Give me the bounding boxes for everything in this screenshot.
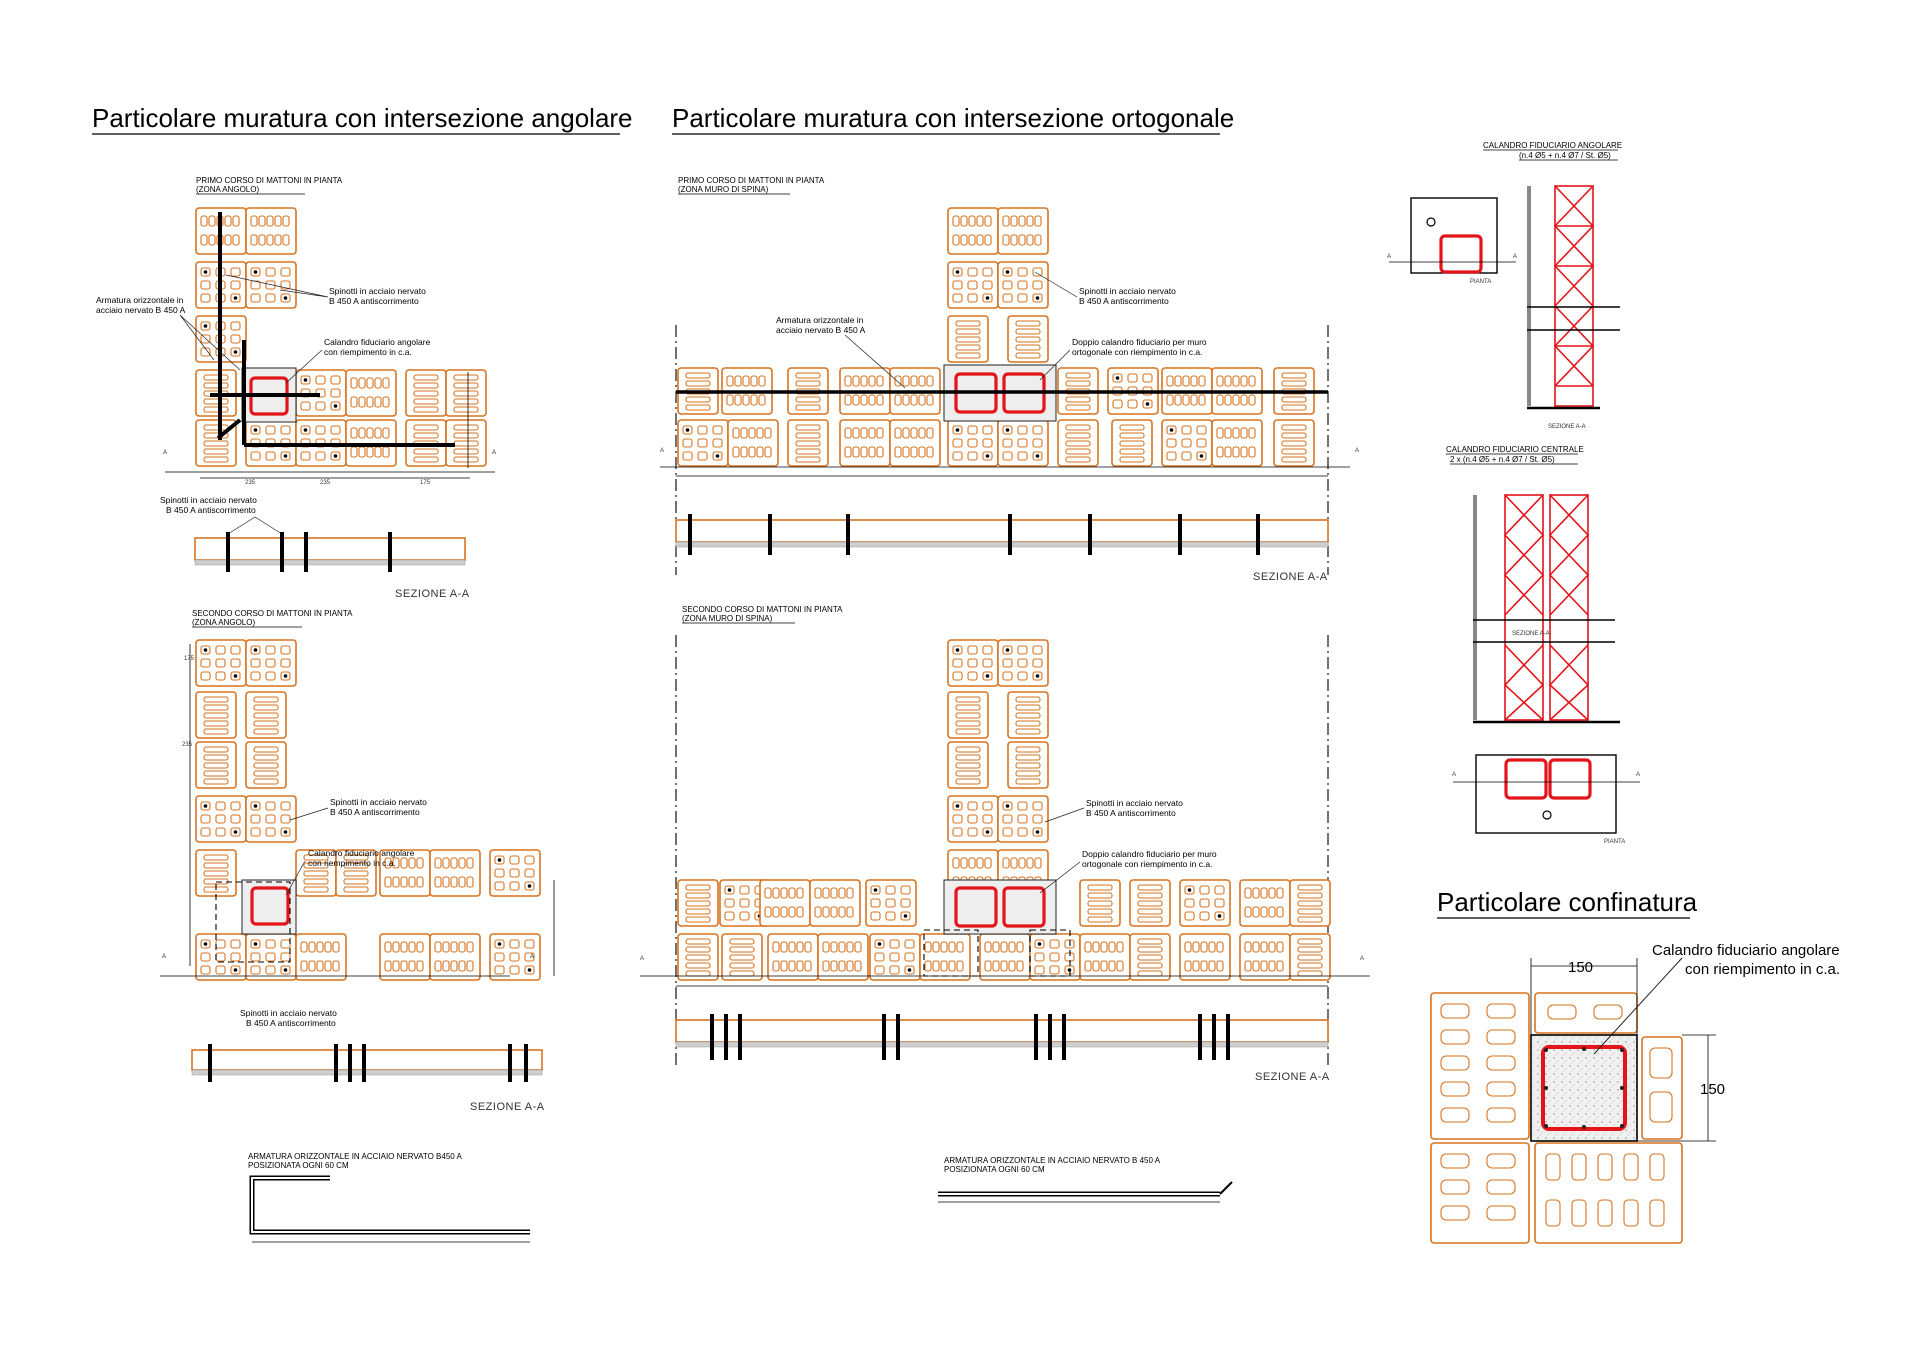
sezione-a-1: SEZIONE A-A xyxy=(395,588,470,600)
subtitle-a-secondo-2: (ZONA ANGOLO) xyxy=(192,618,255,627)
arm-a-1: ARMATURA ORIZZONTALE IN ACCIAIO NERVATO … xyxy=(248,1152,462,1161)
note-s2-spinotti-1: Spinotti in acciaio nervato xyxy=(330,797,427,807)
o-note-armatura-2: acciaio nervato B 450 A xyxy=(776,325,866,335)
note-s2-calandro-2: con riempimento in c.a. xyxy=(308,858,396,868)
angolare-secondo-sezione: Spinotti in acciaio nervato B 450 A anti… xyxy=(191,1008,545,1113)
subtitle-a-secondo-1: SECONDO CORSO DI MATTONI IN PIANTA xyxy=(192,609,353,618)
note-calandro-1: Calandro fiduciario angolare xyxy=(324,337,431,347)
subtitle-o-primo-2: (ZONA MURO DI SPINA) xyxy=(678,185,769,194)
dim-235: 235 xyxy=(245,480,256,486)
cal-ang-2: (n.4 Ø5 + n.4 Ø7 / St. Ø5) xyxy=(1519,151,1611,160)
sez-small-1: SEZIONE A-A xyxy=(1548,424,1586,430)
note-armatura-2: acciaio nervato B 450 A xyxy=(96,305,186,315)
calandro-centrale: CALANDRO FIDUCIARIO CENTRALE 2 x (n.4 Ø5… xyxy=(1446,445,1640,845)
dim-150-side: 150 xyxy=(1700,1081,1725,1098)
subtitle-a-primo-1: PRIMO CORSO DI MATTONI IN PIANTA xyxy=(196,176,343,185)
dim-235-v: 235 xyxy=(182,742,193,748)
sezione-o-2: SEZIONE A-A xyxy=(1255,1071,1330,1083)
note-spinotti-2: B 450 A antiscorrimento xyxy=(329,296,419,306)
o-sec-letter-l: A xyxy=(660,448,664,454)
o2-note-doppio-2: ortogonale con riempimento in c.a. xyxy=(1082,859,1212,869)
o2-note-spinotti-2: B 450 A antiscorrimento xyxy=(1086,808,1176,818)
sec-letter-left-2: A xyxy=(162,954,166,960)
sez-small-2: SEZIONE A-A xyxy=(1512,631,1550,637)
cen-a-r: A xyxy=(1636,772,1640,778)
angolare-primo-sezione: Spinotti in acciaio nervato B 450 A anti… xyxy=(160,495,470,600)
o-sec-letter-r: A xyxy=(1355,448,1359,454)
o2-note-spinotti-1: Spinotti in acciaio nervato xyxy=(1086,798,1183,808)
cen-a-l: A xyxy=(1452,772,1456,778)
o-note-armatura-1: Armatura orizzontale in xyxy=(776,315,864,325)
note-s2-spinotti-2: B 450 A antiscorrimento xyxy=(330,807,420,817)
arm-o-2: POSIZIONATA OGNI 60 CM xyxy=(944,1165,1045,1174)
angolare-armatura: ARMATURA ORIZZONTALE IN ACCIAIO NERVATO … xyxy=(248,1152,530,1243)
dim-235b: 235 xyxy=(320,480,331,486)
cal-ang-1: CALANDRO FIDUCIARIO ANGOLARE xyxy=(1483,141,1622,150)
note-calandro-2: con riempimento in c.a. xyxy=(324,347,412,357)
pianta-2: PIANTA xyxy=(1604,839,1625,845)
angolare-primo-corso: PRIMO CORSO DI MATTONI IN PIANTA (ZONA A… xyxy=(96,176,496,486)
dim-150-top: 150 xyxy=(1568,959,1593,976)
subtitle-a-primo-2: (ZONA ANGOLO) xyxy=(196,185,259,194)
ortogonale-secondo-sezione: SEZIONE A-A xyxy=(675,1014,1330,1083)
cal-cen-1: CALANDRO FIDUCIARIO CENTRALE xyxy=(1446,445,1584,454)
cal-a-l: A xyxy=(1387,254,1391,260)
note-s2-calandro-1: Calandro fiduciario angolare xyxy=(308,848,415,858)
subtitle-o-primo-1: PRIMO CORSO DI MATTONI IN PIANTA xyxy=(678,176,825,185)
note-spinotti-1: Spinotti in acciaio nervato xyxy=(329,286,426,296)
confinatura-detail: 150 150 Calandro fiduciario angolare con… xyxy=(1430,942,1840,1244)
title-angolare: Particolare muratura con intersezione an… xyxy=(92,103,633,133)
conf-note-2: con riempimento in c.a. xyxy=(1685,961,1840,978)
arm-a-2: POSIZIONATA OGNI 60 CM xyxy=(248,1161,349,1170)
title-confinatura: Particolare confinatura xyxy=(1437,887,1698,917)
dim-175: 175 xyxy=(420,480,431,486)
angolare-secondo-corso: SECONDO CORSO DI MATTONI IN PIANTA (ZONA… xyxy=(160,609,555,981)
conf-note-1: Calandro fiduciario angolare xyxy=(1652,942,1840,959)
o2-sec-letter-l: A xyxy=(640,956,644,962)
o-note-doppio-2: ortogonale con riempimento in c.a. xyxy=(1072,347,1202,357)
pianta-1: PIANTA xyxy=(1470,279,1491,285)
sec-letter-right-2: A xyxy=(530,954,534,960)
arm-o-1: ARMATURA ORIZZONTALE IN ACCIAIO NERVATO … xyxy=(944,1156,1161,1165)
ortogonale-primo-sezione: SEZIONE A-A xyxy=(675,514,1329,583)
title-ortogonale: Particolare muratura con intersezione or… xyxy=(672,103,1234,133)
note-sez-spinotti-1: Spinotti in acciaio nervato xyxy=(160,495,257,505)
o-note-spinotti-1: Spinotti in acciaio nervato xyxy=(1079,286,1176,296)
ortogonale-armatura: ARMATURA ORIZZONTALE IN ACCIAIO NERVATO … xyxy=(938,1156,1233,1203)
sec-letter-left: A xyxy=(163,450,167,456)
note-s2s-spinotti-1: Spinotti in acciaio nervato xyxy=(240,1008,337,1018)
cal-a-r: A xyxy=(1513,254,1517,260)
o2-note-doppio-1: Doppio calandro fiduciario per muro xyxy=(1082,849,1217,859)
o-note-spinotti-2: B 450 A antiscorrimento xyxy=(1079,296,1169,306)
sec-letter-right: A xyxy=(492,450,496,456)
note-sez-spinotti-2: B 450 A antiscorrimento xyxy=(166,505,256,515)
o2-sec-letter-r: A xyxy=(1360,956,1364,962)
note-s2s-spinotti-2: B 450 A antiscorrimento xyxy=(246,1018,336,1028)
sezione-a-2: SEZIONE A-A xyxy=(470,1101,545,1113)
dim-175-v: 175 xyxy=(184,656,195,662)
ortogonale-secondo-corso: SECONDO CORSO DI MATTONI IN PIANTA (ZONA… xyxy=(640,605,1370,1065)
subtitle-o-secondo-1: SECONDO CORSO DI MATTONI IN PIANTA xyxy=(682,605,843,614)
sezione-o-1: SEZIONE A-A xyxy=(1253,571,1328,583)
note-armatura-1: Armatura orizzontale in xyxy=(96,295,184,305)
calandro-angolare: CALANDRO FIDUCIARIO ANGOLARE (n.4 Ø5 + n… xyxy=(1387,141,1622,430)
o-note-doppio-1: Doppio calandro fiduciario per muro xyxy=(1072,337,1207,347)
subtitle-o-secondo-2: (ZONA MURO DI SPINA) xyxy=(682,614,773,623)
cal-cen-2: 2 x (n.4 Ø5 + n.4 Ø7 / St. Ø5) xyxy=(1450,455,1555,464)
